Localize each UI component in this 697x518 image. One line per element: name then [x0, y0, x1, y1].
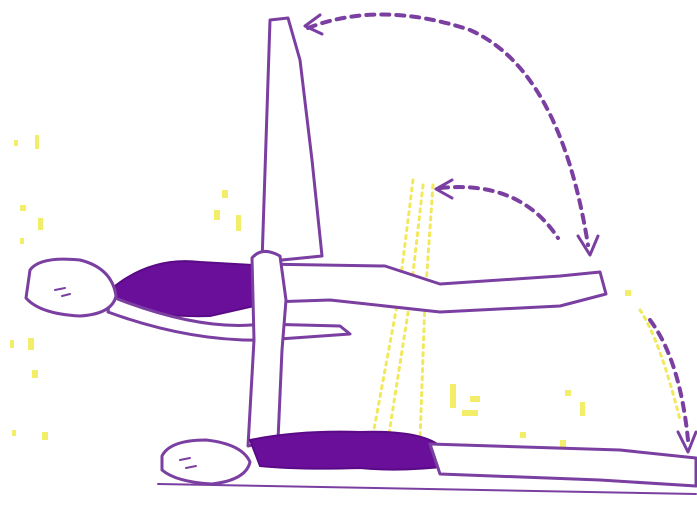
floor-line [158, 484, 696, 494]
helper-arms [248, 251, 286, 446]
lower-head [162, 440, 250, 484]
leg-arc-arrow [308, 14, 588, 245]
lower-leotard [250, 432, 450, 470]
raised-leg [262, 18, 322, 262]
short-arc-arrow [440, 187, 558, 238]
motion-arrows [305, 14, 696, 452]
lower-legs [430, 444, 696, 486]
extended-leg [260, 264, 606, 312]
upper-head [26, 259, 116, 316]
